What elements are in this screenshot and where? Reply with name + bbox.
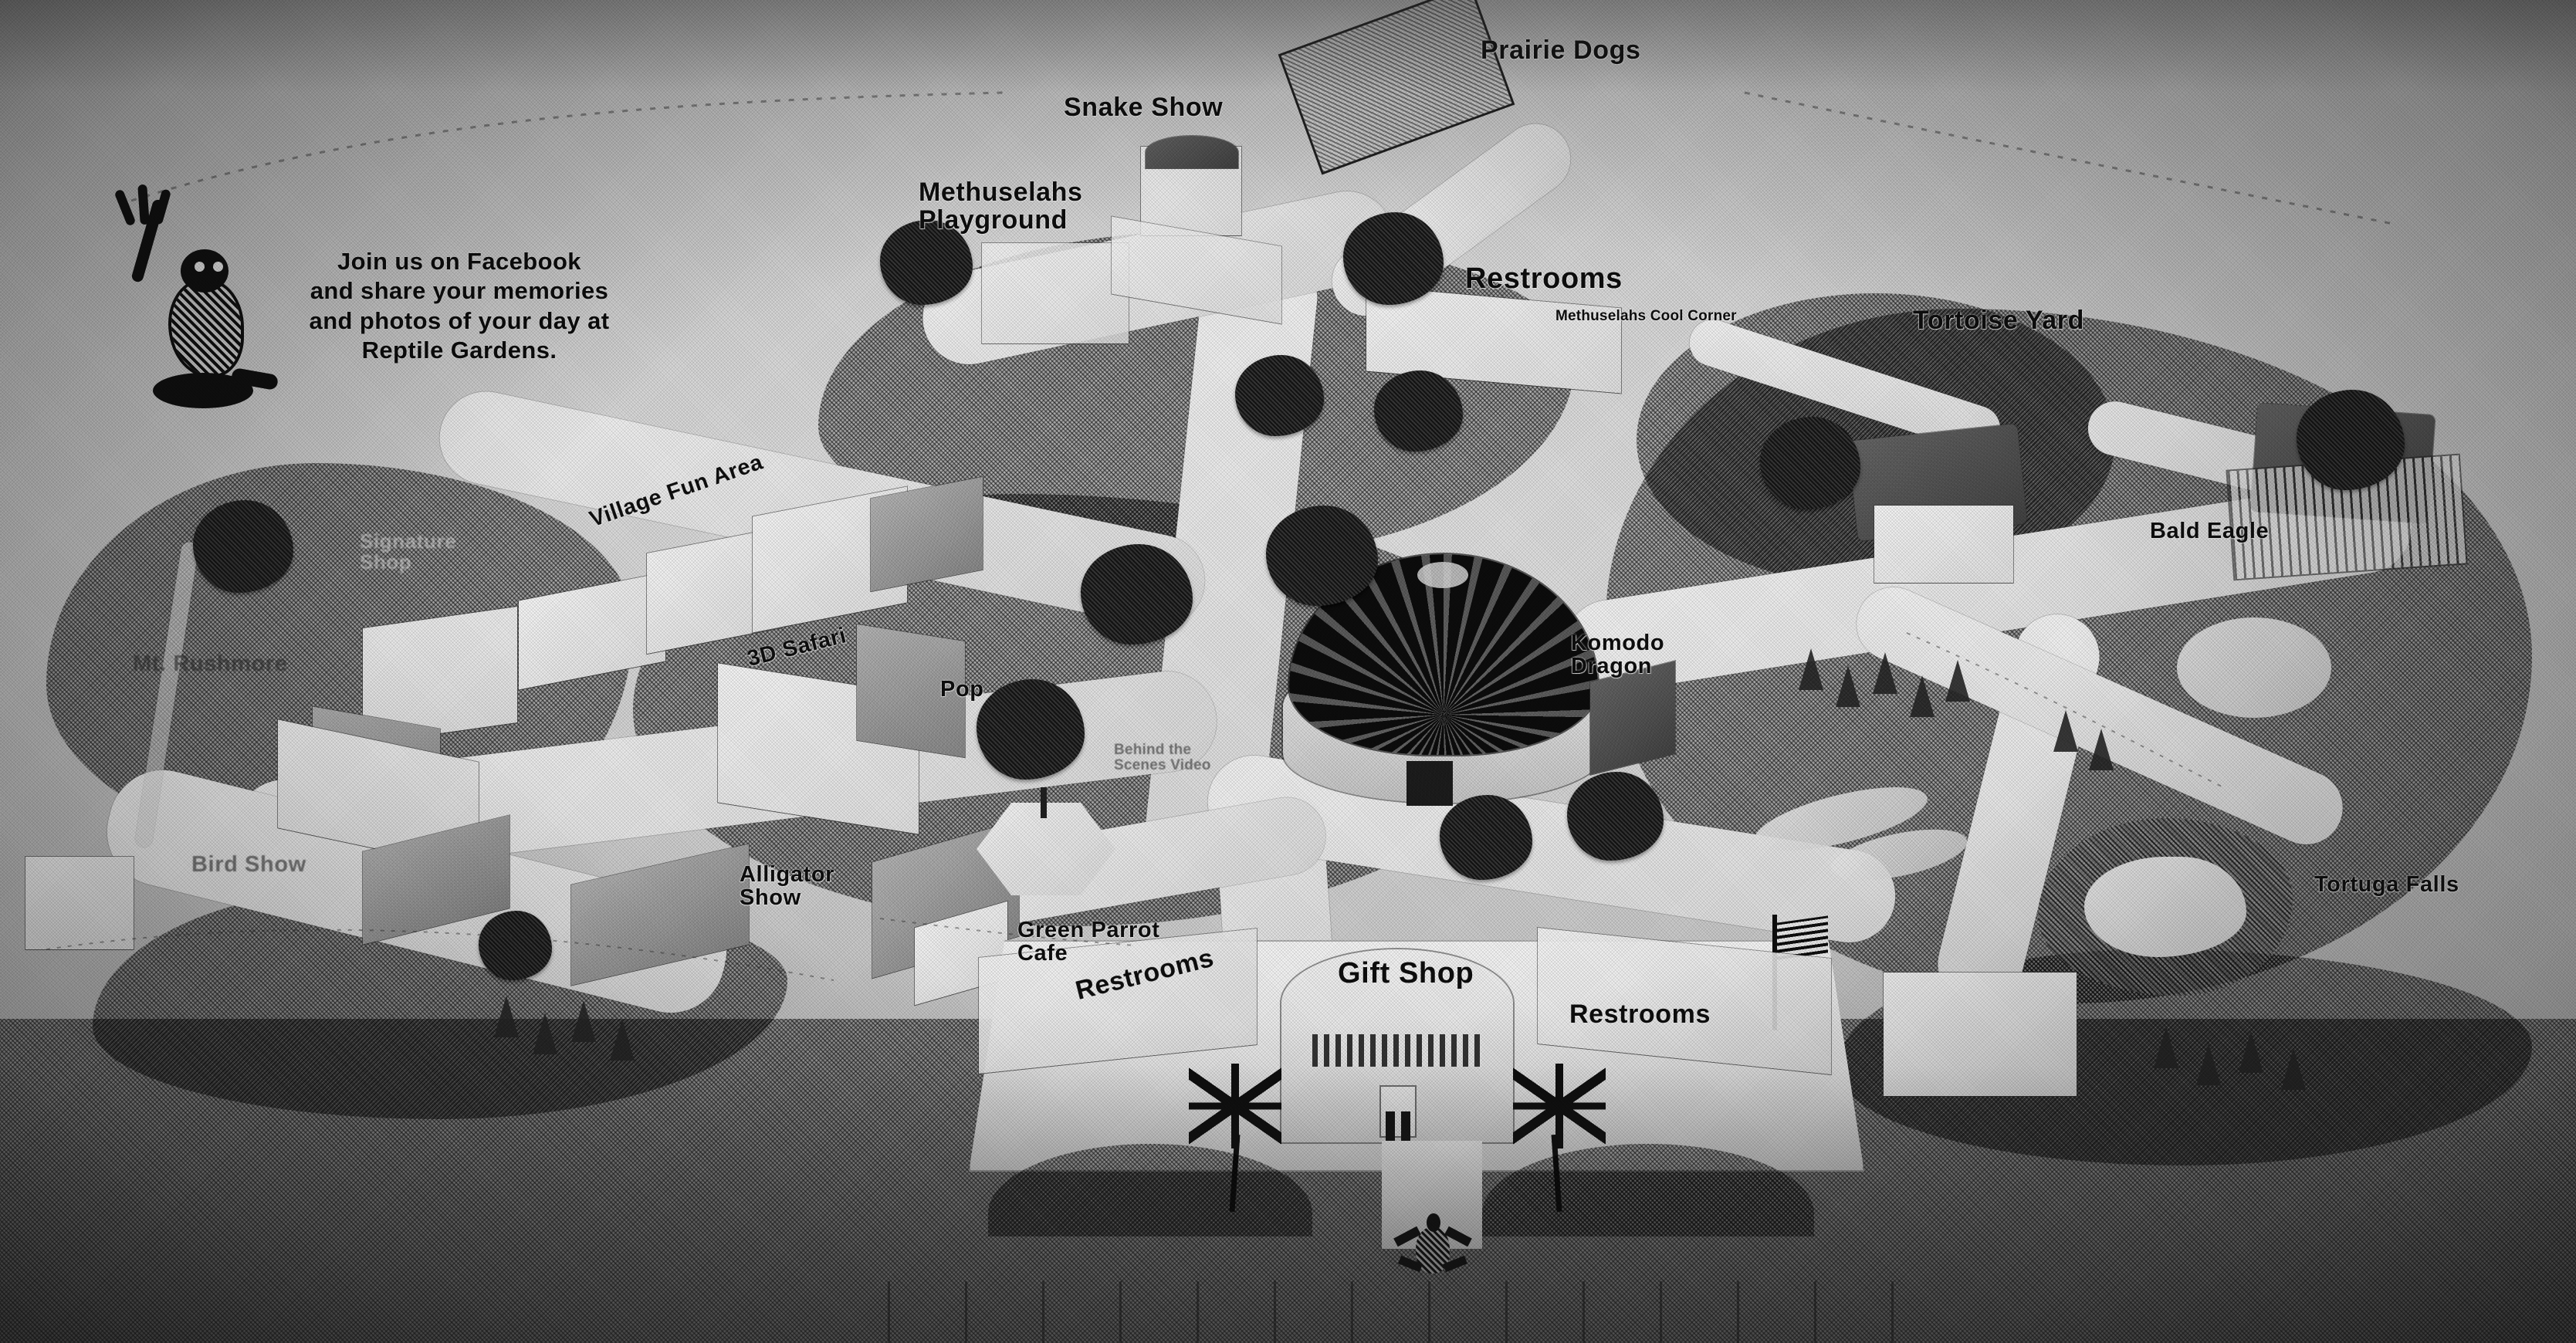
scan-bottom-shadow [0,1065,2576,1343]
scan-top-shadow [0,0,2576,93]
